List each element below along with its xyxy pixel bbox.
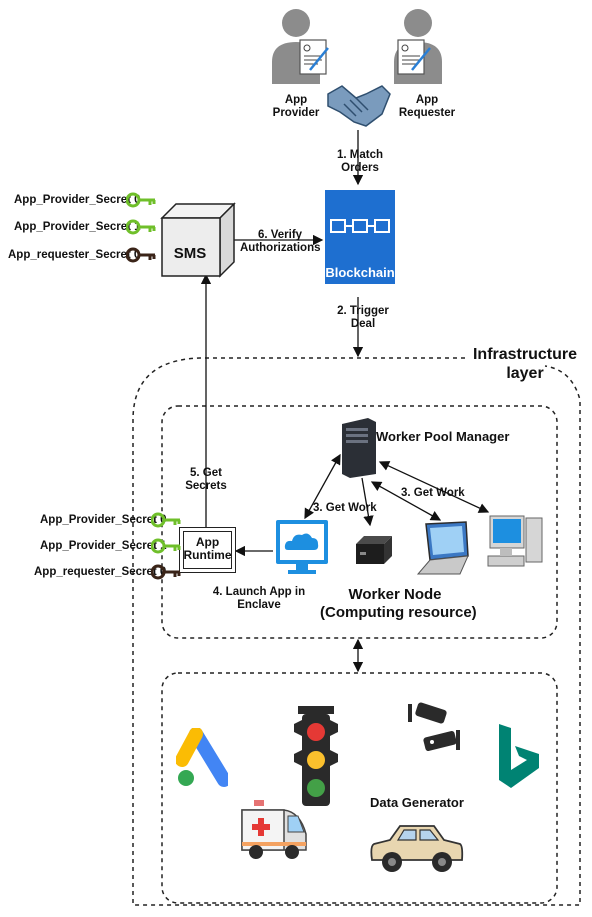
- worker-container: [161, 405, 558, 639]
- step-launch-app: 4. Launch App in Enclave: [212, 586, 306, 611]
- key-icon: [151, 538, 181, 554]
- car-icon: [370, 825, 464, 872]
- app-runtime-inner: [183, 531, 232, 569]
- app-runtime-label: App Runtime: [183, 535, 232, 562]
- key-icon: [126, 219, 156, 235]
- blockchain-node: Blockchain: [325, 190, 395, 296]
- key-icon: [126, 192, 156, 208]
- key-icon: [151, 512, 181, 528]
- sms-server-icon: [160, 202, 236, 278]
- app-provider-icon: [272, 9, 329, 84]
- app-requester-label: App Requester: [398, 94, 456, 119]
- secret-label: App_requester_Secret 0: [8, 249, 141, 261]
- worker-pool-manager-label: Worker Pool Manager: [376, 429, 510, 444]
- blockchain-label: Blockchain: [325, 262, 395, 284]
- sms-label: SMS: [173, 245, 207, 262]
- bing-icon: [499, 724, 539, 788]
- mini-pc-icon: [356, 536, 392, 564]
- cloud-monitor-icon: [276, 520, 328, 574]
- secret-label: App_Provider_Secret 1: [14, 221, 141, 233]
- step-get-work-left: 3. Get Work: [313, 502, 377, 514]
- app-provider-label: App Provider: [272, 94, 320, 119]
- secret-label: App_Provider_Secret 1: [40, 540, 167, 552]
- secret-label: App_Provider_Secret 0: [40, 514, 167, 526]
- desktop-computer-icon: [487, 515, 543, 567]
- step-verify-authorizations: 6. Verify Authorizations: [240, 229, 321, 254]
- app-requester-icon: [394, 9, 442, 84]
- laptop-icon: [416, 521, 469, 575]
- app-runtime-box: App Runtime: [179, 527, 236, 573]
- google-ads-icon: [176, 728, 228, 787]
- secret-label: App_requester_Secret 0: [34, 566, 167, 578]
- data-generator-container: [161, 672, 558, 904]
- blockchain-chain-icon: [325, 190, 395, 262]
- step-get-secrets: 5. Get Secrets: [185, 467, 227, 492]
- security-camera-icon: [408, 702, 460, 752]
- key-icon: [151, 564, 181, 580]
- ambulance-icon: [241, 800, 307, 859]
- server-tower-icon: [342, 418, 376, 478]
- infrastructure-layer-label: Infrastructure layer: [472, 346, 578, 382]
- key-icon: [126, 247, 156, 263]
- step-match-orders: 1. Match Orders: [336, 149, 383, 174]
- secret-label: App_Provider_Secret 0: [14, 194, 141, 206]
- step-trigger-deal: 2. Trigger Deal: [337, 305, 389, 330]
- step-get-work-right: 3. Get Work: [401, 487, 465, 499]
- traffic-light-icon: [294, 706, 338, 806]
- worker-node-label: Worker Node (Computing resource): [320, 586, 477, 621]
- data-generator-label: Data Generator: [370, 795, 464, 810]
- infrastructure-boundary: [132, 357, 581, 906]
- handshake-icon: [327, 85, 391, 127]
